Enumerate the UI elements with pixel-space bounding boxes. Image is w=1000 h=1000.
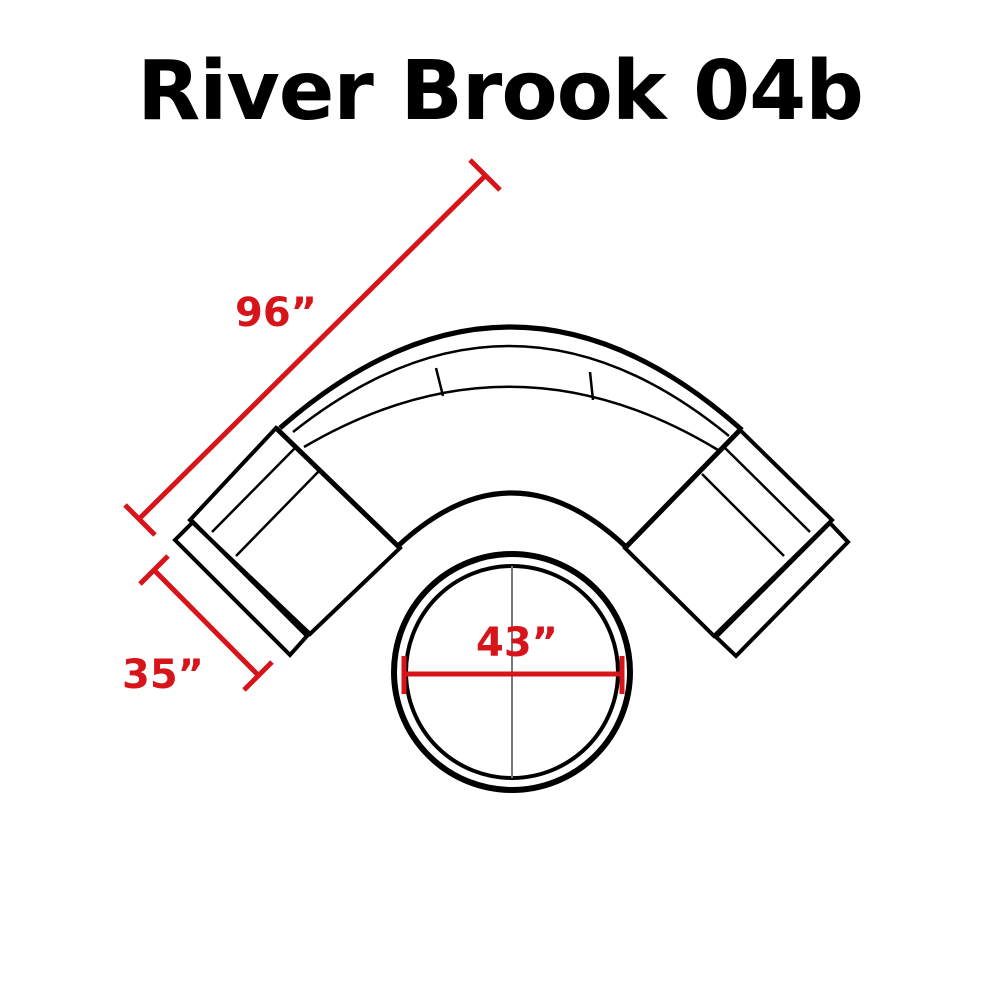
right-module-seat-line xyxy=(701,473,785,557)
right-module-inner-line xyxy=(723,446,811,533)
left-module-seat-line xyxy=(235,469,321,557)
sofa-seat-line xyxy=(303,385,719,452)
left-end-module xyxy=(187,425,403,637)
sectional-sofa xyxy=(172,324,851,659)
right-arm xyxy=(713,520,851,659)
sofa-backrest-line xyxy=(292,344,730,437)
depth-dimension-line xyxy=(152,568,260,677)
depth-label: 35” xyxy=(122,652,204,698)
right-end-module xyxy=(622,427,835,639)
depth-tick-top xyxy=(138,554,170,586)
cushion-divider-left xyxy=(434,367,445,397)
cushion-divider-right xyxy=(588,371,595,401)
length-label: 96” xyxy=(235,290,317,336)
left-arm xyxy=(172,519,310,658)
table-diameter-label: 43” xyxy=(476,620,558,666)
page-title: River Brook 04b xyxy=(137,44,864,139)
sofa-outer-back xyxy=(278,324,744,432)
depth-tick-bottom xyxy=(242,660,274,692)
left-module-inner-line xyxy=(211,446,297,533)
dimension-lines xyxy=(123,158,625,694)
table-outer-ring xyxy=(391,551,633,793)
sofa-inner-front xyxy=(396,490,627,548)
length-dimension-line xyxy=(138,173,488,520)
length-tick-bottom xyxy=(123,503,157,537)
length-tick-top xyxy=(468,158,502,192)
